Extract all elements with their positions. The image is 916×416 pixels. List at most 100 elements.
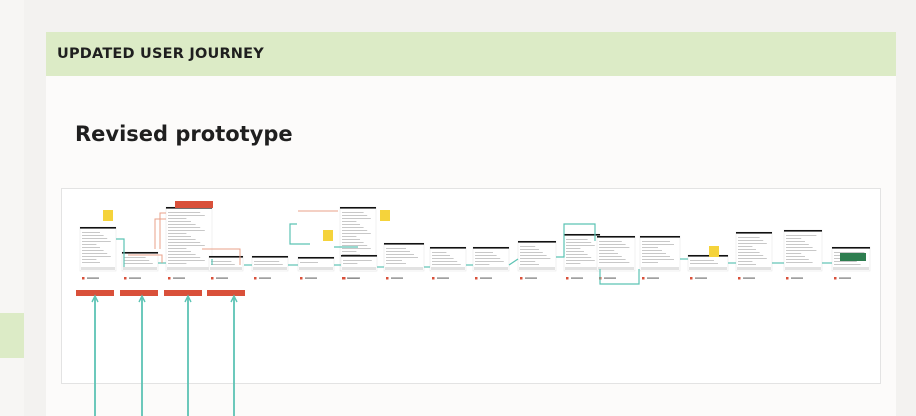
screen-text-line <box>475 252 493 253</box>
screen-footer <box>253 267 287 270</box>
screen-text-line <box>211 264 235 265</box>
screen-caption <box>216 277 228 279</box>
sticky-note-icon <box>323 230 333 241</box>
screen-text-line <box>386 260 402 261</box>
screen-text-line <box>168 212 201 213</box>
screen-text-line <box>342 230 368 231</box>
screen-text-line <box>642 262 658 263</box>
screen-text-line <box>168 251 191 252</box>
red-bullet-icon <box>520 277 523 280</box>
screen-text-line <box>82 235 104 236</box>
screen-text-line <box>342 218 371 219</box>
screen-text-line <box>599 250 615 251</box>
screen-footer <box>299 267 333 270</box>
screen-text-line <box>168 233 187 234</box>
screen-text-line <box>642 253 666 254</box>
screen-text-line <box>432 264 461 265</box>
screen-caption <box>480 277 492 279</box>
screen-text-line <box>475 258 501 259</box>
screen-text-line <box>342 215 368 216</box>
screen-text-line <box>254 261 280 262</box>
highlight-panel <box>840 253 866 261</box>
red-bullet-icon <box>343 277 346 280</box>
alt-connector <box>154 218 166 249</box>
screen-text-line <box>642 250 662 251</box>
red-label <box>175 201 213 208</box>
screen-text-line <box>386 263 406 264</box>
screen-text-line <box>342 236 357 237</box>
screen-caption <box>839 277 851 279</box>
screen-footer <box>565 267 599 270</box>
screen-text-line <box>834 261 857 262</box>
screen-text-line <box>599 253 618 254</box>
screen-text-line <box>786 256 805 257</box>
screen-text-line <box>82 250 104 251</box>
screen-text-line <box>342 212 364 213</box>
screen-footer <box>689 267 727 270</box>
screen-text-line <box>168 260 205 261</box>
screen-thumbnail <box>735 231 773 272</box>
screen-text-line <box>342 251 357 252</box>
screen-text-line <box>168 227 201 228</box>
screen-text-line <box>124 260 150 261</box>
screen-text-line <box>168 254 196 255</box>
screen-text-line <box>520 258 551 259</box>
screen-text-line <box>82 232 100 233</box>
screen-text-line <box>738 240 764 241</box>
screen-top-bar <box>430 247 466 249</box>
screen-text-line <box>520 252 543 253</box>
screen-text-line <box>786 250 817 251</box>
flow-connector <box>289 223 310 245</box>
screen-top-bar <box>341 255 377 257</box>
screen-text-line <box>342 221 357 222</box>
screen-footer <box>210 267 242 270</box>
screen-footer <box>123 267 157 270</box>
screen-caption <box>348 277 360 279</box>
screen-text-line <box>82 256 111 257</box>
screen-text-line <box>642 244 674 245</box>
screen-footer <box>474 267 508 270</box>
screen-top-bar <box>597 236 635 238</box>
screen-text-line <box>168 239 196 240</box>
screen-footer <box>641 267 679 270</box>
screen-text-line <box>82 262 100 263</box>
screen-top-bar <box>384 243 424 245</box>
screen-caption <box>604 277 616 279</box>
sticky-note-icon <box>103 210 113 221</box>
screen-text-line <box>738 255 764 256</box>
screen-footer <box>737 267 771 270</box>
screen-text-line <box>300 262 318 263</box>
screen-text-line <box>475 255 497 256</box>
screen-text-line <box>690 263 718 264</box>
screen-top-bar <box>688 255 728 257</box>
screen-text-line <box>786 253 802 254</box>
flow-connector <box>599 269 640 285</box>
screen-text-line <box>168 245 205 246</box>
screen-text-line <box>520 246 536 247</box>
red-bullet-icon <box>211 277 214 280</box>
prototype-board[interactable] <box>61 188 881 384</box>
screen-text-line <box>168 236 191 237</box>
screen-text-line <box>168 224 196 225</box>
screen-text-line <box>168 221 191 222</box>
screen-caption <box>571 277 583 279</box>
screen-text-line <box>168 263 187 264</box>
screen-top-bar <box>736 232 772 234</box>
screen-text-line <box>342 239 360 240</box>
screen-text-line <box>642 259 674 260</box>
screen-top-bar <box>784 230 822 232</box>
sticky-note-icon <box>380 210 390 221</box>
screen-text-line <box>342 248 371 249</box>
left-panel-tab[interactable] <box>0 313 24 358</box>
screen-caption <box>437 277 449 279</box>
screen-caption <box>305 277 317 279</box>
screen-text-line <box>432 258 454 259</box>
screen-caption <box>791 277 803 279</box>
screen-text-line <box>642 241 670 242</box>
screen-text-line <box>599 244 626 245</box>
section-header: UPDATED USER JOURNEY <box>46 32 896 76</box>
screen-top-bar <box>80 227 116 229</box>
screen-caption <box>259 277 271 279</box>
screen-text-line <box>738 261 753 262</box>
section-title: Revised prototype <box>75 122 293 146</box>
